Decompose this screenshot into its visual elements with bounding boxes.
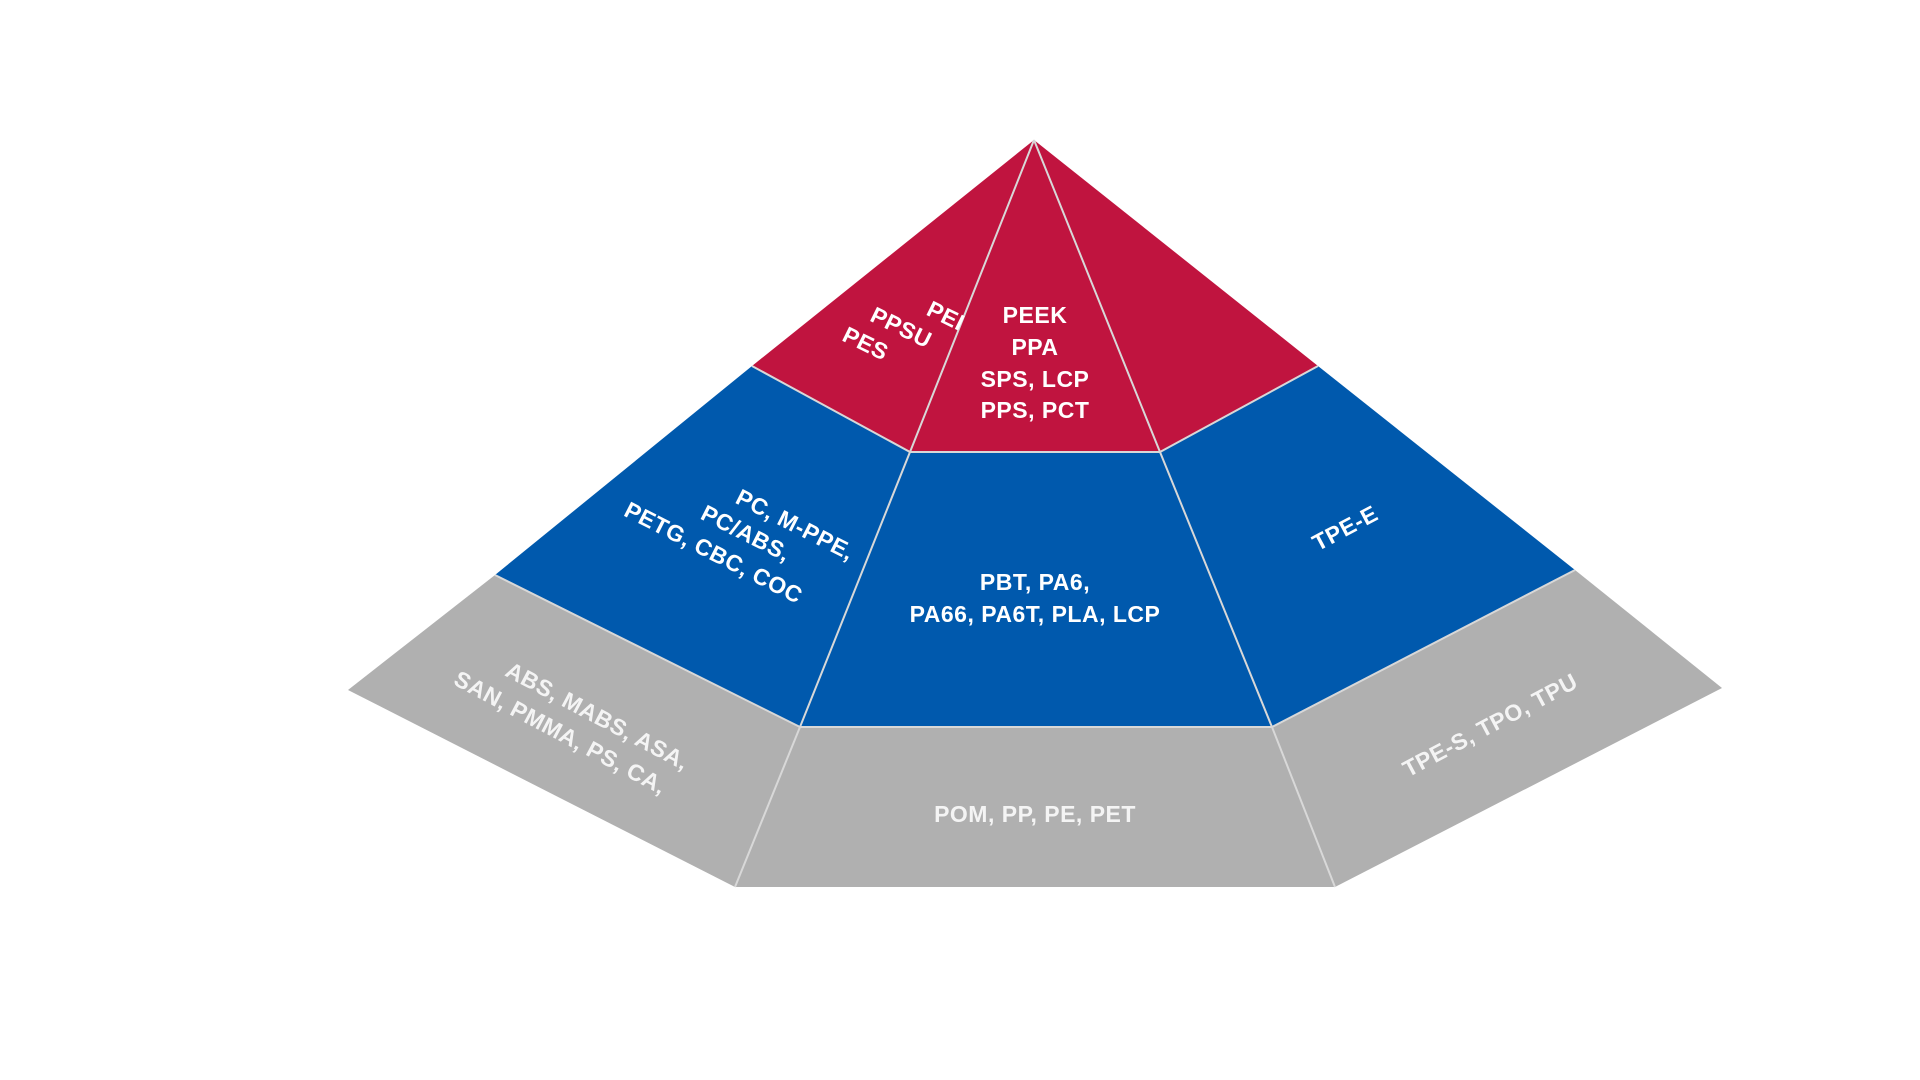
middle-front-label-2: PA66, PA6T, PLA, LCP bbox=[910, 601, 1161, 627]
base-tier-front-face bbox=[735, 727, 1335, 887]
pyramid-edges bbox=[494, 139, 1576, 888]
middle-tier-left-face bbox=[495, 366, 910, 727]
top-tier-left-face bbox=[752, 140, 1034, 452]
middle-front-label-1: PBT, PA6, bbox=[980, 569, 1090, 595]
base-front-face-labels: POM, PP, PE, PET bbox=[934, 801, 1136, 827]
top-front-label-2: PPA bbox=[1011, 334, 1058, 360]
base-tier-right-face bbox=[1272, 570, 1722, 887]
edge-middle-tier-rim bbox=[494, 569, 1576, 728]
base-tier bbox=[348, 570, 1722, 887]
middle-tier bbox=[495, 366, 1575, 727]
top-front-face-labels: PEEK PPA SPS, LCP PPS, PCT bbox=[981, 302, 1090, 423]
top-front-label-4: PPS, PCT bbox=[981, 397, 1090, 423]
top-front-label-1: PEEK bbox=[1003, 302, 1068, 328]
top-tier-front-face bbox=[910, 140, 1160, 452]
top-tier bbox=[752, 140, 1318, 452]
middle-tier-front-face bbox=[800, 452, 1272, 727]
top-front-label-3: SPS, LCP bbox=[981, 366, 1090, 392]
top-tier-right-face bbox=[1034, 140, 1318, 452]
middle-front-face-labels: PBT, PA6, PA66, PA6T, PLA, LCP bbox=[910, 569, 1161, 627]
base-front-label-1: POM, PP, PE, PET bbox=[934, 801, 1136, 827]
middle-tier-right-face bbox=[1160, 366, 1575, 727]
edge-top-tier-rim bbox=[751, 365, 1319, 453]
edge-right-front bbox=[1033, 139, 1336, 888]
edge-left-front bbox=[734, 139, 1035, 888]
base-tier-left-face bbox=[348, 575, 800, 887]
